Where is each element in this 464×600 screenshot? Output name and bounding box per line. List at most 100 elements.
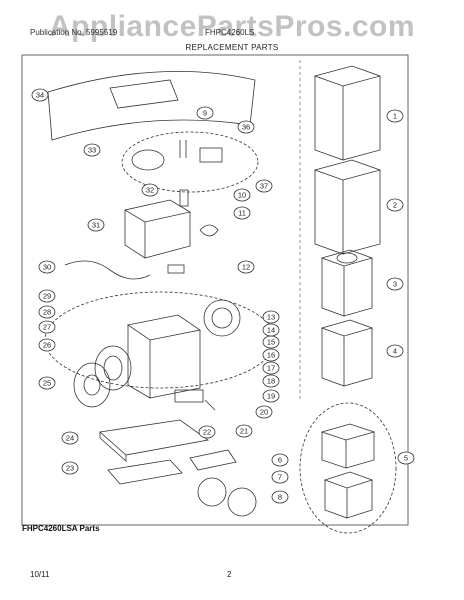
part-duct-assembly [320, 423, 376, 519]
part-duct-bracket-upper [320, 249, 374, 317]
callout-32: 32 [141, 183, 159, 197]
callout-36: 36 [237, 120, 255, 134]
callout-11: 11 [233, 206, 251, 220]
callout-label: 25 [43, 379, 51, 388]
part-wire [199, 224, 219, 237]
callout-label: 26 [43, 341, 51, 350]
callout-10: 10 [233, 188, 251, 202]
callout-label: 36 [242, 123, 250, 132]
callout-25: 25 [38, 376, 56, 390]
callout-label: 5 [404, 454, 408, 463]
callout-label: 37 [260, 182, 268, 191]
callout-label: 1 [393, 112, 397, 121]
part-ring-7 [197, 477, 227, 507]
callout-label: 31 [92, 221, 100, 230]
publication-number: Publication No. 5995519 [30, 28, 118, 37]
callout-label: 4 [393, 347, 397, 356]
part-bottom-pan [99, 419, 210, 462]
part-duct-bracket-lower [320, 319, 374, 387]
callout-label: 13 [267, 313, 275, 322]
page-number: 2 [227, 570, 232, 579]
callout-28: 28 [38, 305, 56, 319]
callout-label: 27 [43, 323, 51, 332]
callout-33: 33 [83, 143, 101, 157]
callout-31: 31 [87, 218, 105, 232]
callout-12: 12 [237, 260, 255, 274]
callout-label: 24 [66, 434, 74, 443]
footer-date: 10/11 [30, 570, 50, 579]
callout-24: 24 [61, 431, 79, 445]
callout-20: 20 [255, 405, 273, 419]
part-connector [167, 264, 185, 274]
part-group-ellipse [121, 131, 259, 193]
callout-label: 19 [267, 392, 275, 401]
assembly-ellipse [299, 402, 397, 534]
part-duct-cover-upper [313, 65, 382, 161]
callout-label: 9 [203, 109, 207, 118]
callout-14: 14 [262, 323, 280, 337]
diagram-frame [21, 54, 409, 526]
callout-label: 3 [393, 280, 397, 289]
callout-label: 12 [242, 263, 250, 272]
watermark: AppliancePartsPros.com [48, 10, 416, 43]
part-harness [64, 260, 151, 280]
callout-7: 7 [271, 470, 289, 484]
callout-8: 8 [271, 490, 289, 504]
part-control-box [123, 199, 192, 259]
callout-2: 2 [386, 198, 404, 212]
part-switch [174, 389, 204, 403]
callout-9: 9 [196, 106, 214, 120]
callout-29: 29 [38, 289, 56, 303]
part-filter [107, 459, 183, 485]
callout-19: 19 [262, 389, 280, 403]
callout-16: 16 [262, 348, 280, 362]
part-light-lens [189, 449, 237, 471]
callout-label: 23 [66, 464, 74, 473]
callout-label: 33 [88, 146, 96, 155]
part-light-housing [131, 140, 223, 171]
callout-17: 17 [262, 361, 280, 375]
callout-label: 16 [267, 351, 275, 360]
callout-label: 22 [203, 428, 211, 437]
callout-label: 29 [43, 292, 51, 301]
callout-label: 2 [393, 201, 397, 210]
callout-37: 37 [255, 179, 273, 193]
callout-1: 1 [386, 109, 404, 123]
part-ring-8 [227, 487, 257, 517]
callout-23: 23 [61, 461, 79, 475]
callout-label: 11 [238, 209, 246, 218]
callout-label: 17 [267, 364, 275, 373]
callout-22: 22 [198, 425, 216, 439]
callout-label: 21 [240, 427, 248, 436]
callout-26: 26 [38, 338, 56, 352]
callout-3: 3 [386, 277, 404, 291]
callout-label: 7 [278, 473, 282, 482]
callout-label: 10 [238, 191, 246, 200]
callout-label: 28 [43, 308, 51, 317]
part-screw [204, 399, 216, 411]
diagram-caption: FHPC4260LSA Parts [22, 524, 100, 533]
model-number: FHPC4260LS [205, 28, 255, 37]
callout-label: 20 [260, 408, 268, 417]
callout-30: 30 [38, 260, 56, 274]
callout-label: 14 [267, 326, 275, 335]
page-title: REPLACEMENT PARTS [185, 43, 279, 52]
callout-label: 6 [278, 456, 282, 465]
callout-label: 15 [267, 338, 275, 347]
callout-18: 18 [262, 374, 280, 388]
part-bracket [179, 189, 189, 207]
callout-6: 6 [271, 453, 289, 467]
callout-21: 21 [235, 424, 253, 438]
callout-4: 4 [386, 344, 404, 358]
callout-27: 27 [38, 320, 56, 334]
part-canopy [47, 70, 256, 141]
callout-5: 5 [397, 451, 415, 465]
callout-34: 34 [31, 88, 49, 102]
blower-group-ellipse [44, 291, 276, 389]
part-duct-cover-lower [313, 159, 382, 255]
callout-label: 34 [36, 91, 44, 100]
callout-label: 32 [146, 186, 154, 195]
callout-13: 13 [262, 310, 280, 324]
